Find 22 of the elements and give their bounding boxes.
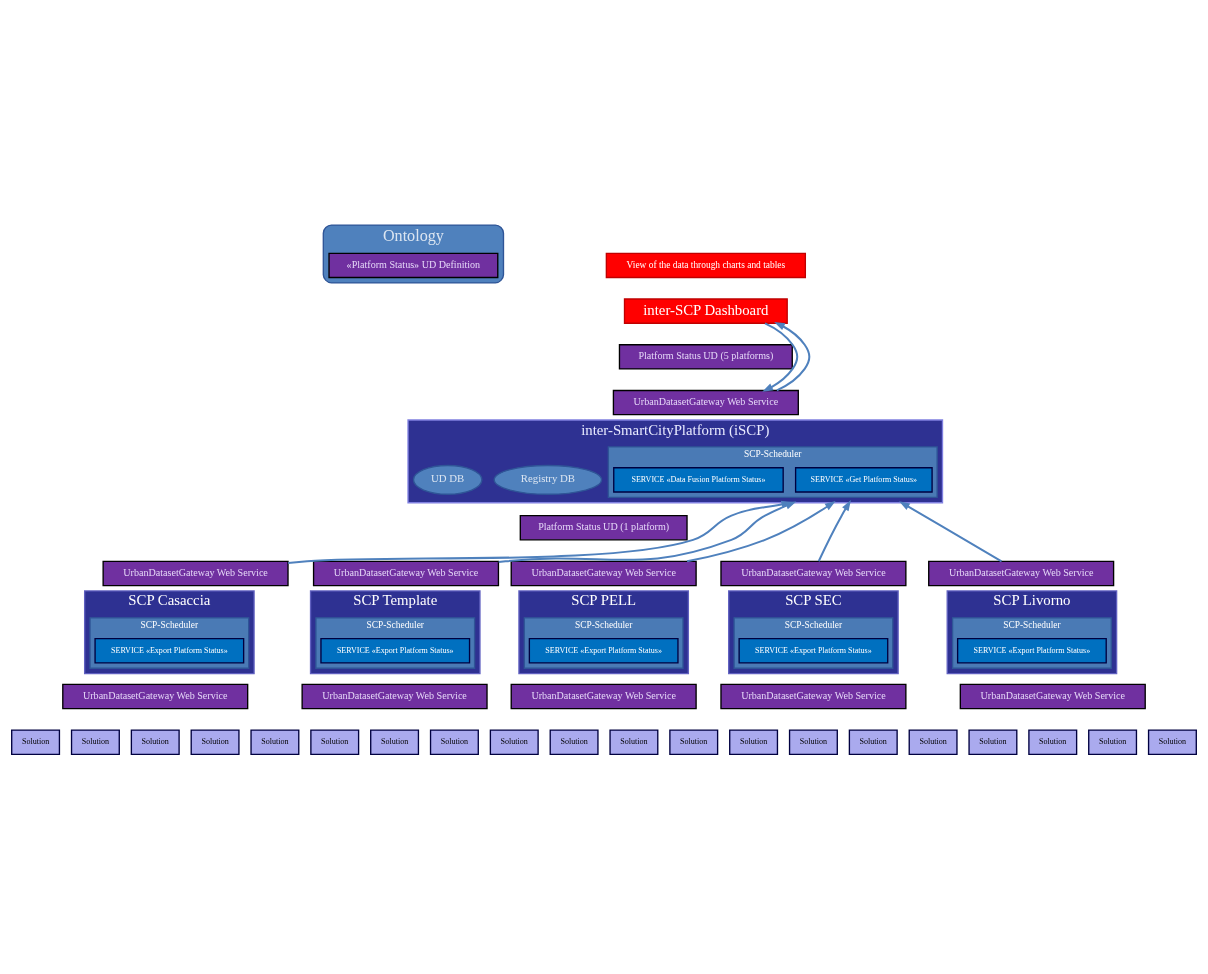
node-box: UrbanDatasetGateway Web Service	[62, 683, 249, 710]
node-box: View of the data through charts and tables	[605, 252, 806, 279]
arrow	[817, 500, 851, 562]
arrow	[774, 322, 811, 392]
node-ellipse: Registry DB	[493, 464, 603, 495]
node-box: UrbanDatasetGateway Web Service	[510, 683, 697, 710]
node-box: Platform Status UD (1 platform)	[519, 514, 688, 541]
node-box: UrbanDatasetGateway Web Service	[720, 560, 907, 587]
node-ellipse: UD DB	[412, 464, 483, 495]
node-box: UrbanDatasetGateway Web Service	[102, 560, 289, 587]
node-box: «Platform Status» UD Definition	[328, 252, 499, 279]
node-box: UrbanDatasetGateway Web Service	[720, 683, 907, 710]
node-box: UrbanDatasetGateway Web Service	[959, 683, 1146, 710]
node-box: UrbanDatasetGateway Web Service	[510, 560, 697, 587]
node-box: UrbanDatasetGateway Web Service	[928, 560, 1115, 587]
arrow	[762, 322, 799, 392]
arrow	[899, 501, 1003, 563]
node-box: Platform Status UD (5 platforms)	[618, 344, 793, 370]
node-box: UrbanDatasetGateway Web Service	[301, 683, 488, 710]
node-box: UrbanDatasetGateway Web Service	[612, 389, 799, 416]
node-box: inter-SCP Dashboard	[623, 298, 788, 324]
node-box: UrbanDatasetGateway Web Service	[312, 560, 500, 587]
